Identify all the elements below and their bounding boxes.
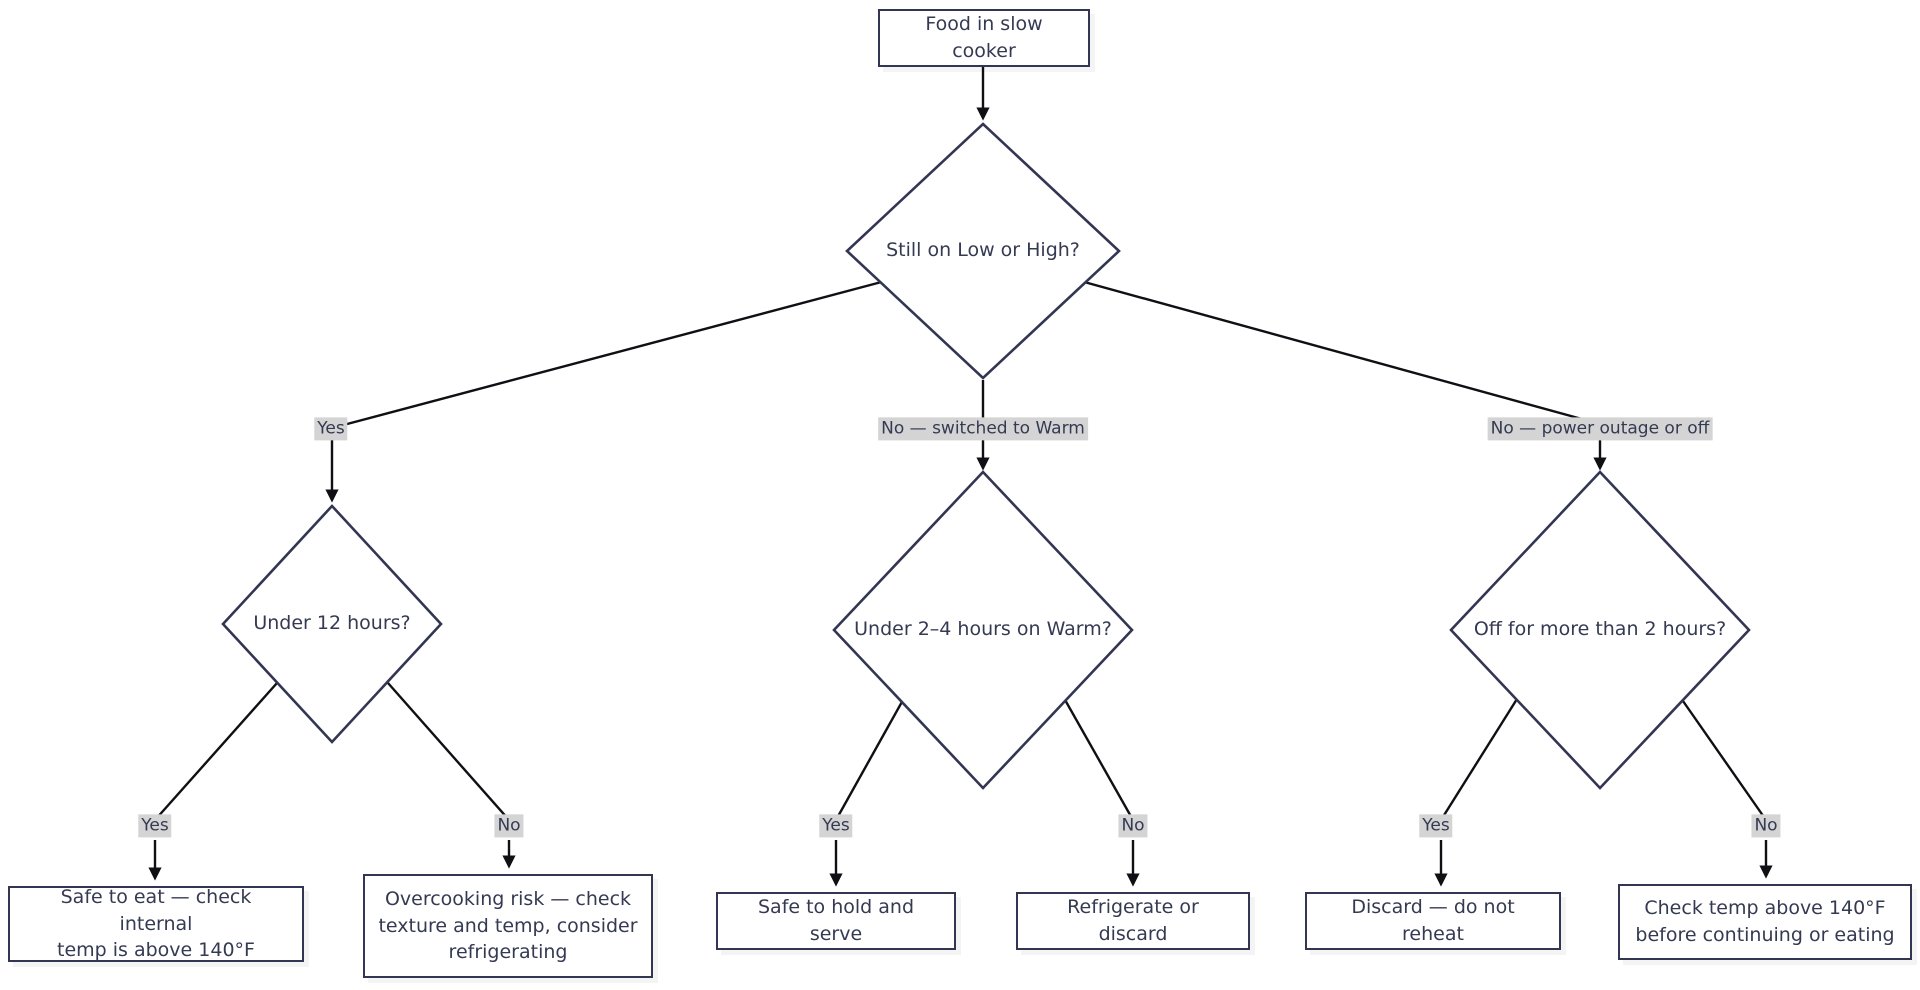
node-safe-to-hold-label: Safe to hold and serve [757,896,915,945]
edge-label-warmq-yes: Yes [819,814,853,838]
node-under-2-4-hours-warm[interactable]: Under 2–4 hours on Warm? [832,470,1134,790]
edge-still-off [1076,278,1601,426]
node-discard-do-not-reheat-label: Discard — do not reheat [1351,896,1515,945]
edge-label-still-power-outage: No — power outage or off [1487,417,1713,441]
diamond-shape [1449,470,1751,790]
node-still-on-low-or-high[interactable]: Still on Low or High? [845,122,1121,380]
node-off-more-than-2-hours[interactable]: Off for more than 2 hours? [1449,470,1751,790]
edge-still-yes [331,278,890,430]
node-start-label: Food in slow cooker [925,13,1043,62]
diamond-shape [845,122,1121,380]
node-check-temp[interactable]: Check temp above 140°F before continuing… [1618,884,1912,960]
node-overcooking-risk-label: Overcooking risk — check texture and tem… [378,887,638,964]
edge-under12-no [387,682,510,821]
node-discard-do-not-reheat[interactable]: Discard — do not reheat [1305,892,1561,950]
edge-off2-yes [1439,690,1524,821]
edge-label-under12-no: No [494,814,524,838]
diamond-shape [221,504,443,744]
edge-label-still-yes: Yes [314,417,348,441]
edge-off2-no [1675,690,1767,821]
node-safe-to-eat-label: Safe to eat — check internal temp is abo… [57,885,255,962]
node-overcooking-risk[interactable]: Overcooking risk — check texture and tem… [363,874,653,978]
node-safe-to-hold[interactable]: Safe to hold and serve [716,892,956,950]
node-refrigerate-or-discard[interactable]: Refrigerate or discard [1016,892,1250,950]
node-check-temp-label: Check temp above 140°F before continuing… [1635,897,1895,946]
edge-warmq-yes [834,690,910,821]
node-start[interactable]: Food in slow cooker [878,9,1090,67]
node-refrigerate-or-discard-label: Refrigerate or discard [1067,896,1199,945]
node-under-12-hours[interactable]: Under 12 hours? [221,504,443,744]
edge-under12-yes [154,682,278,821]
diamond-shape [832,470,1134,790]
edge-warmq-no [1058,690,1135,821]
edge-label-warmq-no: No [1118,814,1148,838]
edge-label-under12-yes: Yes [138,814,172,838]
edge-label-off2-no: No [1751,814,1781,838]
edge-label-off2-yes: Yes [1419,814,1453,838]
node-safe-to-eat[interactable]: Safe to eat — check internal temp is abo… [8,886,304,962]
edge-label-still-switched-to-warm: No — switched to Warm [878,417,1088,441]
